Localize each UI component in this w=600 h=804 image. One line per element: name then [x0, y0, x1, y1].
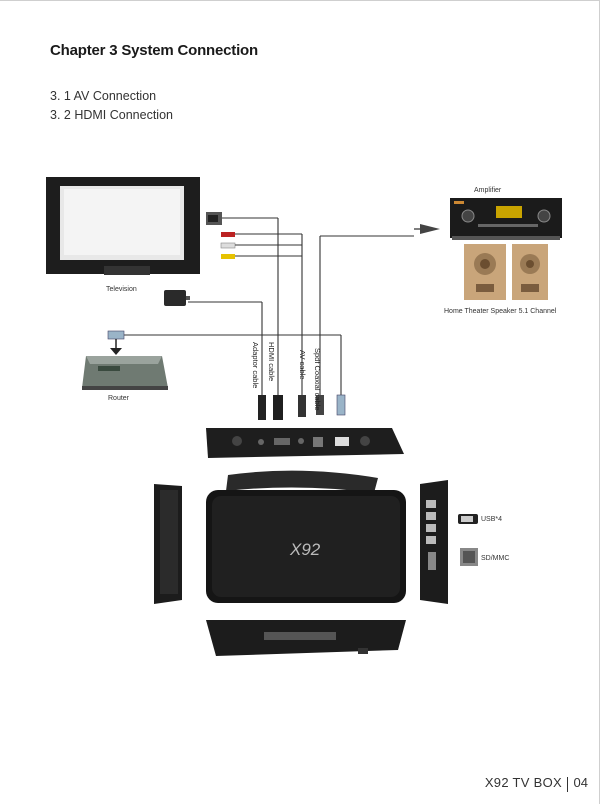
section-av-connection: 3. 1 AV Connection [50, 89, 157, 103]
device-logo: X92 [289, 540, 321, 559]
adaptor-cable-label: Adaptor cable [251, 342, 260, 389]
page-number: 04 [573, 775, 588, 790]
router-icon [82, 356, 168, 390]
chapter-title: Chapter 3 System Connection [50, 42, 258, 59]
device-left-side-view-icon [154, 484, 182, 604]
sd-label: SD/MMC [481, 555, 510, 562]
device-right-side-view-icon [420, 480, 448, 604]
device-rear-view-icon [206, 428, 404, 458]
section-hdmi-connection: 3. 2 HDMI Connection [50, 108, 173, 122]
device-front-view-icon [206, 620, 406, 656]
footer-separator [567, 777, 568, 792]
television-icon [46, 177, 222, 275]
sd-card-icon [460, 548, 478, 566]
cable-plugs-icon [258, 394, 346, 420]
hdmi-cable-label: HDMI cable [267, 342, 276, 382]
av-plugs-icon [220, 232, 236, 259]
ethernet-plug-icon [107, 330, 125, 355]
amplifier-label: Amplifier [474, 187, 502, 194]
arrow-to-amplifier-icon [420, 224, 440, 234]
television-label: Television [106, 286, 137, 293]
spdif-cable-label: Spdf Coaxial cable [313, 348, 322, 411]
av-cable-label: AV cable [298, 350, 307, 380]
amplifier-icon [450, 198, 562, 240]
footer-brand: X92 TV BOX [484, 775, 562, 790]
device-top-view-icon [206, 470, 406, 603]
usb-icon [458, 514, 478, 524]
usb-label: USB*4 [481, 516, 503, 523]
speakers-label: Home Theater Speaker 5.1 Channel [444, 308, 557, 315]
speakers-icon [464, 244, 548, 300]
power-adaptor-icon [164, 290, 190, 306]
router-label: Router [108, 395, 130, 402]
cable-lines [124, 217, 414, 395]
page-border-top [0, 0, 600, 1]
